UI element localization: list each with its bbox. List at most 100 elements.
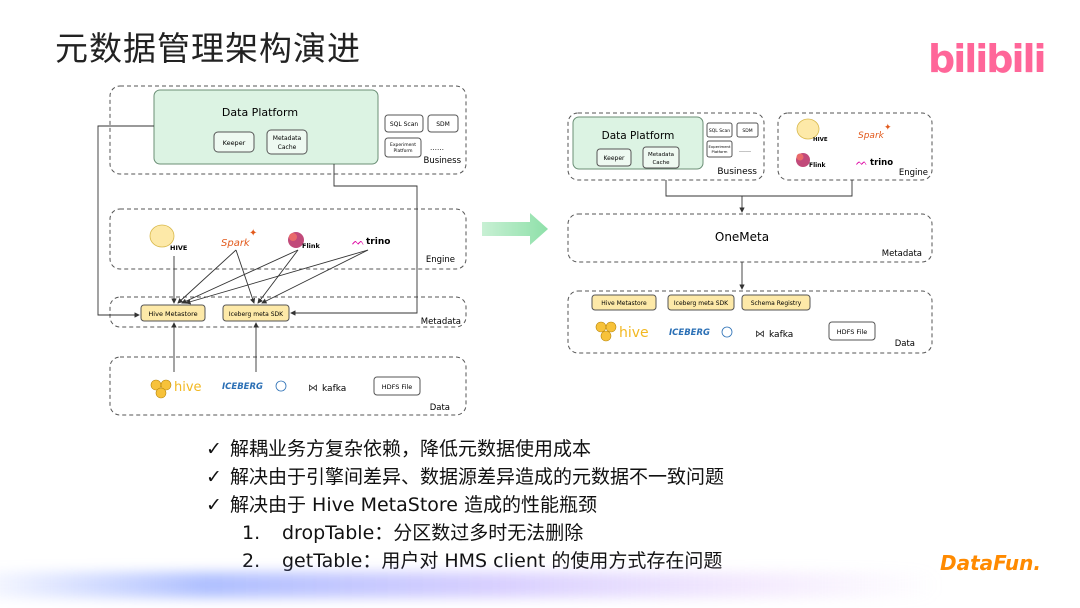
right-metadata-cache-node [642,146,680,169]
right-data-label: Data [895,339,915,349]
left-keeper-node [213,131,255,153]
right-iceberg-sdk-node [667,294,735,311]
left-metadata-cache-line2: Cache [278,144,297,151]
right-sql-scan-label: SQL Scan [709,128,730,134]
svg-text:kafka: kafka [322,384,346,394]
right-metadata-label: Metadata [882,249,922,259]
right-schema-registry-label: Schema Registry [751,300,802,307]
right-engine-label: Engine [899,168,928,178]
right-flink-engine-icon: Flink [796,153,826,169]
bullet-3-text: 解决由于 Hive MetaStore 造成的性能瓶颈 [230,494,598,516]
svg-text:ᨓ: ᨓ [856,157,868,168]
svg-text:Flink: Flink [809,162,826,169]
svg-text:hive: hive [174,380,202,395]
right-experiment-node [706,140,733,158]
sub-item-1-number: 1. [242,522,261,544]
left-metadata-cache-node [266,129,308,155]
left-data-platform-label: Data Platform [222,106,298,119]
left-business-label: Business [424,156,462,166]
left-experiment-node [384,137,422,158]
left-kafka-data-icon: ⋈ kafka [308,383,346,394]
svg-text:Flink: Flink [302,242,321,250]
left-metadata-cache-line1: Metadata [273,135,302,142]
svg-text:bilibili: bilibili [928,37,1044,81]
left-diagram: Data Platform Keeper Metadata Cache SQL … [97,85,467,416]
right-hdfs-label: HDFS File [837,328,868,336]
right-hive-metastore-label: Hive Metastore [601,300,647,307]
left-hdfs-label: HDFS File [382,383,413,391]
svg-text:hive: hive [619,325,649,341]
svg-text:trino: trino [870,158,893,168]
left-sdm-node [427,114,459,133]
svg-text:ICEBERG: ICEBERG [222,382,263,392]
left-trino-engine-icon: ᨓ trino [352,235,390,248]
left-iceberg-sdk-label: Iceberg meta SDK [229,311,284,318]
right-metadata-cache-line1: Metadata [648,152,674,158]
left-sql-scan-label: SQL Scan [390,121,419,128]
left-business-group [109,85,467,175]
right-onemeta-label: OneMeta [715,230,769,244]
sub-item-2: 2. getTable：用户对 HMS client 的使用方式存在问题 [242,546,722,573]
svg-text:HIVE: HIVE [813,137,828,143]
right-keeper-label: Keeper [604,155,626,162]
sub-item-1: 1. dropTable：分区数过多时无法删除 [242,518,583,545]
left-experiment-line2: Platform [394,148,413,154]
right-hive-metastore-node [591,294,657,311]
right-metadata-group [567,213,933,263]
sub-item-2-text: getTable：用户对 HMS client 的使用方式存在问题 [282,550,723,572]
left-hive-metastore-label: Hive Metastore [148,310,197,318]
right-data-platform-node [572,116,704,170]
right-iceberg-data-icon: ICEBERG [669,326,733,338]
left-business-ellipsis: …… [430,144,444,152]
svg-text:Spark: Spark [221,238,251,249]
svg-text:✦: ✦ [884,123,892,133]
left-iceberg-sdk-node [222,304,290,322]
svg-text:HIVE: HIVE [170,244,187,252]
left-sdm-label: SDM [436,121,450,128]
right-business-group [567,112,765,181]
sub-item-1-text: dropTable：分区数过多时无法删除 [282,522,584,544]
right-data-platform-label: Data Platform [602,130,675,142]
check-icon: ✓ [206,466,222,488]
right-kafka-data-icon: ⋈ kafka [755,329,793,340]
svg-text:✦: ✦ [249,228,257,239]
svg-text:⋈: ⋈ [308,383,318,394]
left-data-platform-node [153,89,379,165]
svg-text:Spark: Spark [858,131,885,141]
right-business-ellipsis: …… [739,147,751,154]
left-experiment-line1: Experiment [390,142,416,148]
left-data-group [109,356,467,416]
check-icon: ✓ [206,438,222,460]
right-sdm-node [736,122,759,138]
bullet-2: ✓ 解决由于引擎间差异、数据源差异造成的元数据不一致问题 [206,462,724,489]
right-metadata-cache-line2: Cache [652,160,670,166]
bullet-2-text: 解决由于引擎间差异、数据源差异造成的元数据不一致问题 [230,466,725,488]
right-hive-data-icon: hive [595,321,649,342]
left-keeper-label: Keeper [223,139,246,147]
left-iceberg-data-icon: ICEBERG [222,380,287,392]
decorative-gradient-bar [0,572,940,598]
slide-title: 元数据管理架构演进 [55,29,361,68]
right-sdm-label: SDM [742,128,752,134]
right-hive-engine-icon: HIVE [796,118,828,143]
sub-item-2-number: 2. [242,550,261,572]
right-business-label: Business [717,167,757,177]
left-metadata-label: Metadata [421,317,461,327]
right-connectors [665,180,853,290]
right-iceberg-sdk-label: Iceberg meta SDK [674,300,729,307]
right-schema-registry-node [741,294,811,311]
check-icon: ✓ [206,494,222,516]
right-trino-engine-icon: ᨓ trino [856,157,893,168]
right-sql-scan-node [706,122,733,138]
left-sql-scan-node [384,114,424,133]
left-hive-engine-icon: HIVE [149,224,187,252]
right-data-group [567,290,933,354]
left-data-label: Data [430,403,450,413]
svg-text:ICEBERG: ICEBERG [669,328,710,338]
left-spark-engine-icon: Spark ✦ [221,228,257,249]
datafun-logo: DataFun. [940,551,1041,575]
architecture-diagram: Data Platform Keeper Metadata Cache SQL … [97,85,933,416]
right-keeper-node [596,148,632,167]
right-spark-engine-icon: Spark ✦ [858,123,892,141]
svg-text:⋈: ⋈ [755,329,765,340]
